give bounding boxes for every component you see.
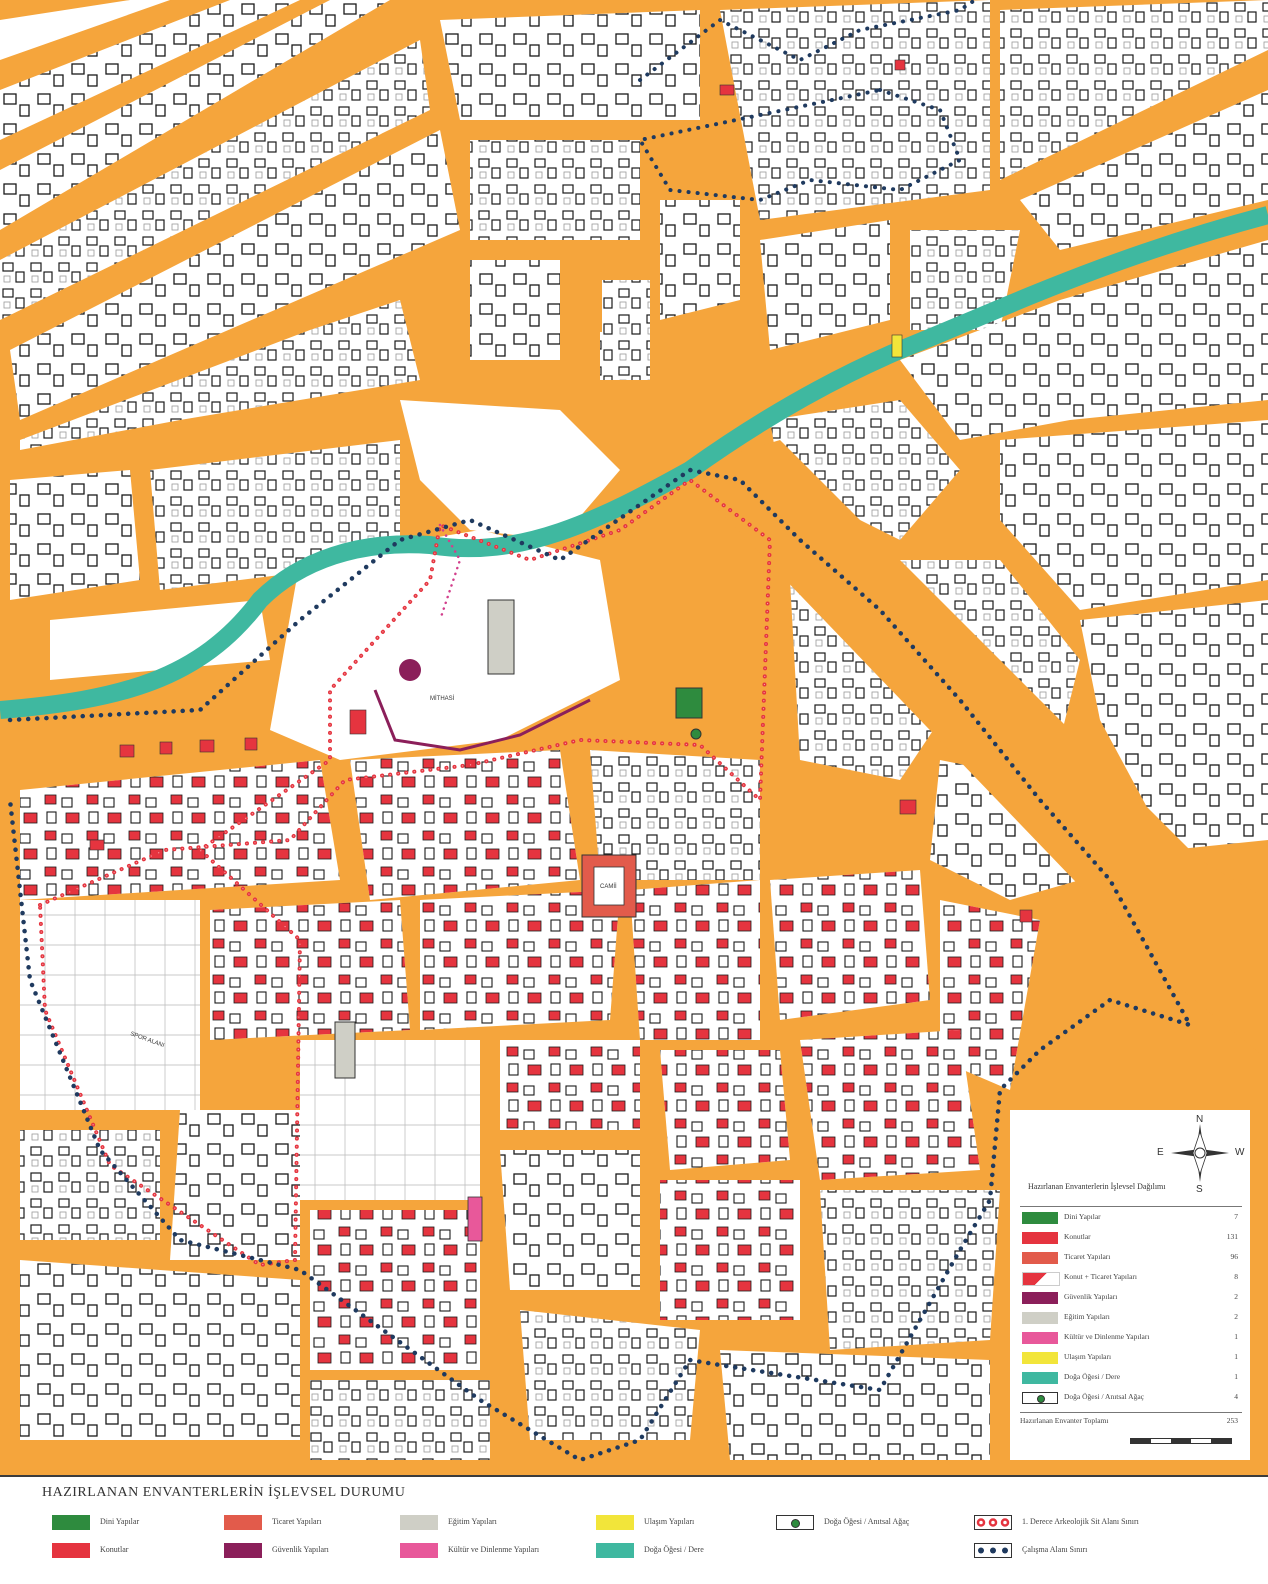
study-area-boundary — [7, 467, 1195, 1463]
legend-label: Konut + Ticaret Yapıları — [1064, 1272, 1137, 1281]
monumental-tree — [690, 728, 702, 740]
legend-label: Güvenlik Yapıları — [272, 1545, 329, 1554]
scale-bar — [1130, 1438, 1232, 1444]
legend-panel: N S E W Hazırlanan Envanterlerin İşlevse… — [1010, 1110, 1250, 1460]
legend-row: Kültür ve Dinlenme Yapıları 1 — [1020, 1330, 1242, 1346]
legend-divider — [1020, 1206, 1242, 1207]
legend-label: Ticaret Yapıları — [272, 1517, 322, 1526]
city-blocks — [0, 0, 1268, 1460]
swatch-stream — [596, 1543, 634, 1558]
swatch-education — [1022, 1312, 1058, 1324]
swatch-religious — [52, 1515, 90, 1530]
legend-count: 7 — [1234, 1212, 1238, 1221]
map-canvas: MİTHASİ CAMİİ SPOR ALANI — [0, 0, 1268, 1475]
legend-label: Güvenlik Yapıları — [1064, 1292, 1118, 1301]
compass-n: N — [1196, 1114, 1204, 1125]
tree-dot-icon — [1022, 1392, 1058, 1404]
legend-label: Çalışma Alanı Sınırı — [1022, 1545, 1088, 1554]
legend-row: Konutlar 131 — [1020, 1230, 1242, 1246]
swatch-commercial — [224, 1515, 262, 1530]
swatch-commercial — [1022, 1252, 1058, 1264]
legend-total: Hazırlanan Envanter Toplamı 253 — [1020, 1416, 1242, 1425]
legend-label: Ulaşım Yapıları — [644, 1517, 695, 1526]
legend-count: 2 — [1234, 1312, 1238, 1321]
legend-row: Doğa Öğesi / Anıtsal Ağaç 4 — [1020, 1390, 1242, 1406]
compass-w: W — [1235, 1147, 1245, 1158]
label-citadel: MİTHASİ — [430, 695, 455, 702]
swatch-culture — [400, 1543, 438, 1558]
tree-dot-icon — [776, 1515, 814, 1530]
compass-s: S — [1196, 1184, 1203, 1195]
swatch-security — [1022, 1292, 1058, 1304]
legend-count: 2 — [1234, 1292, 1238, 1301]
legend-count: 4 — [1234, 1392, 1238, 1401]
security-building — [399, 659, 421, 681]
education-building-2 — [334, 1021, 356, 1079]
legend-label: Dini Yapılar — [100, 1517, 140, 1526]
swatch-transport — [596, 1515, 634, 1530]
legend-count: 8 — [1234, 1272, 1238, 1281]
legend-count: 1 — [1234, 1332, 1238, 1341]
legend-label: Doğa Öğesi / Anıtsal Ağaç — [824, 1517, 910, 1526]
citadel-wall — [373, 689, 591, 752]
bottom-legend-title: HAZIRLANAN ENVANTERLERİN İŞLEVSEL DURUMU — [42, 1485, 406, 1500]
bottom-legend: HAZIRLANAN ENVANTERLERİN İŞLEVSEL DURUMU… — [0, 1475, 1268, 1584]
legend-label: Ulaşım Yapıları — [1064, 1352, 1112, 1361]
legend-row: Konut + Ticaret Yapıları 8 — [1020, 1270, 1242, 1286]
compass-icon — [1171, 1124, 1229, 1182]
swatch-culture — [1022, 1332, 1058, 1344]
legend-label: Konutlar — [1064, 1232, 1091, 1241]
legend-row: Eğitim Yapıları 2 — [1020, 1310, 1242, 1326]
swatch-religious — [1022, 1212, 1058, 1224]
river — [0, 206, 1268, 719]
legend-label: Doğa Öğesi / Dere — [644, 1545, 704, 1554]
swatch-residential — [1022, 1232, 1058, 1244]
swatch-mixed-use — [1022, 1272, 1060, 1286]
swatch-education — [400, 1515, 438, 1530]
legend-row: Ulaşım Yapıları 1 — [1020, 1350, 1242, 1366]
legend-label: Doğa Öğesi / Dere — [1064, 1372, 1121, 1381]
legend-label: Eğitim Yapıları — [448, 1517, 497, 1526]
mosque-religious — [675, 687, 703, 719]
label-mosque: CAMİİ — [600, 883, 617, 890]
legend-label: Doğa Öğesi / Anıtsal Ağaç — [1064, 1392, 1144, 1401]
legend-label: Kültür ve Dinlenme Yapıları — [448, 1545, 540, 1554]
legend-label: Konutlar — [100, 1545, 129, 1554]
legend-label: Kültür ve Dinlenme Yapıları — [1064, 1332, 1150, 1341]
education-building — [487, 599, 515, 675]
legend-row: Ticaret Yapıları 96 — [1020, 1250, 1242, 1266]
swatch-residential — [52, 1543, 90, 1558]
legend-count: 1 — [1234, 1372, 1238, 1381]
compass-rose: N S E W — [1157, 1114, 1244, 1195]
culture-building — [467, 1196, 483, 1242]
legend-divider — [1020, 1412, 1242, 1413]
compass-e: E — [1157, 1147, 1164, 1158]
legend-label: Eğitim Yapıları — [1064, 1312, 1110, 1321]
legend-row: Güvenlik Yapıları 2 — [1020, 1290, 1242, 1306]
swatch-security — [224, 1543, 262, 1558]
swatch-transport — [1022, 1352, 1058, 1364]
legend-count: 96 — [1230, 1252, 1239, 1261]
blue-dot-line-icon — [974, 1543, 1012, 1558]
legend-label: Ticaret Yapıları — [1064, 1252, 1111, 1261]
legend-count: 1 — [1234, 1352, 1238, 1361]
swatch-stream — [1022, 1372, 1058, 1384]
legend-total-value: 253 — [1226, 1416, 1238, 1425]
legend-row: Dini Yapılar 7 — [1020, 1210, 1242, 1226]
bridge-transport — [891, 334, 903, 358]
legend-row: Doğa Öğesi / Dere 1 — [1020, 1370, 1242, 1386]
legend-heading: Hazırlanan Envanterlerin İşlevsel Dağılı… — [1028, 1182, 1166, 1191]
red-dot-line-icon — [974, 1515, 1012, 1530]
legend-label: Dini Yapılar — [1064, 1212, 1101, 1221]
legend-total-label: Hazırlanan Envanter Toplamı — [1020, 1416, 1109, 1425]
legend-label: 1. Derece Arkeolojik Sit Alanı Sınırı — [1022, 1517, 1139, 1526]
legend-count: 131 — [1226, 1232, 1238, 1241]
